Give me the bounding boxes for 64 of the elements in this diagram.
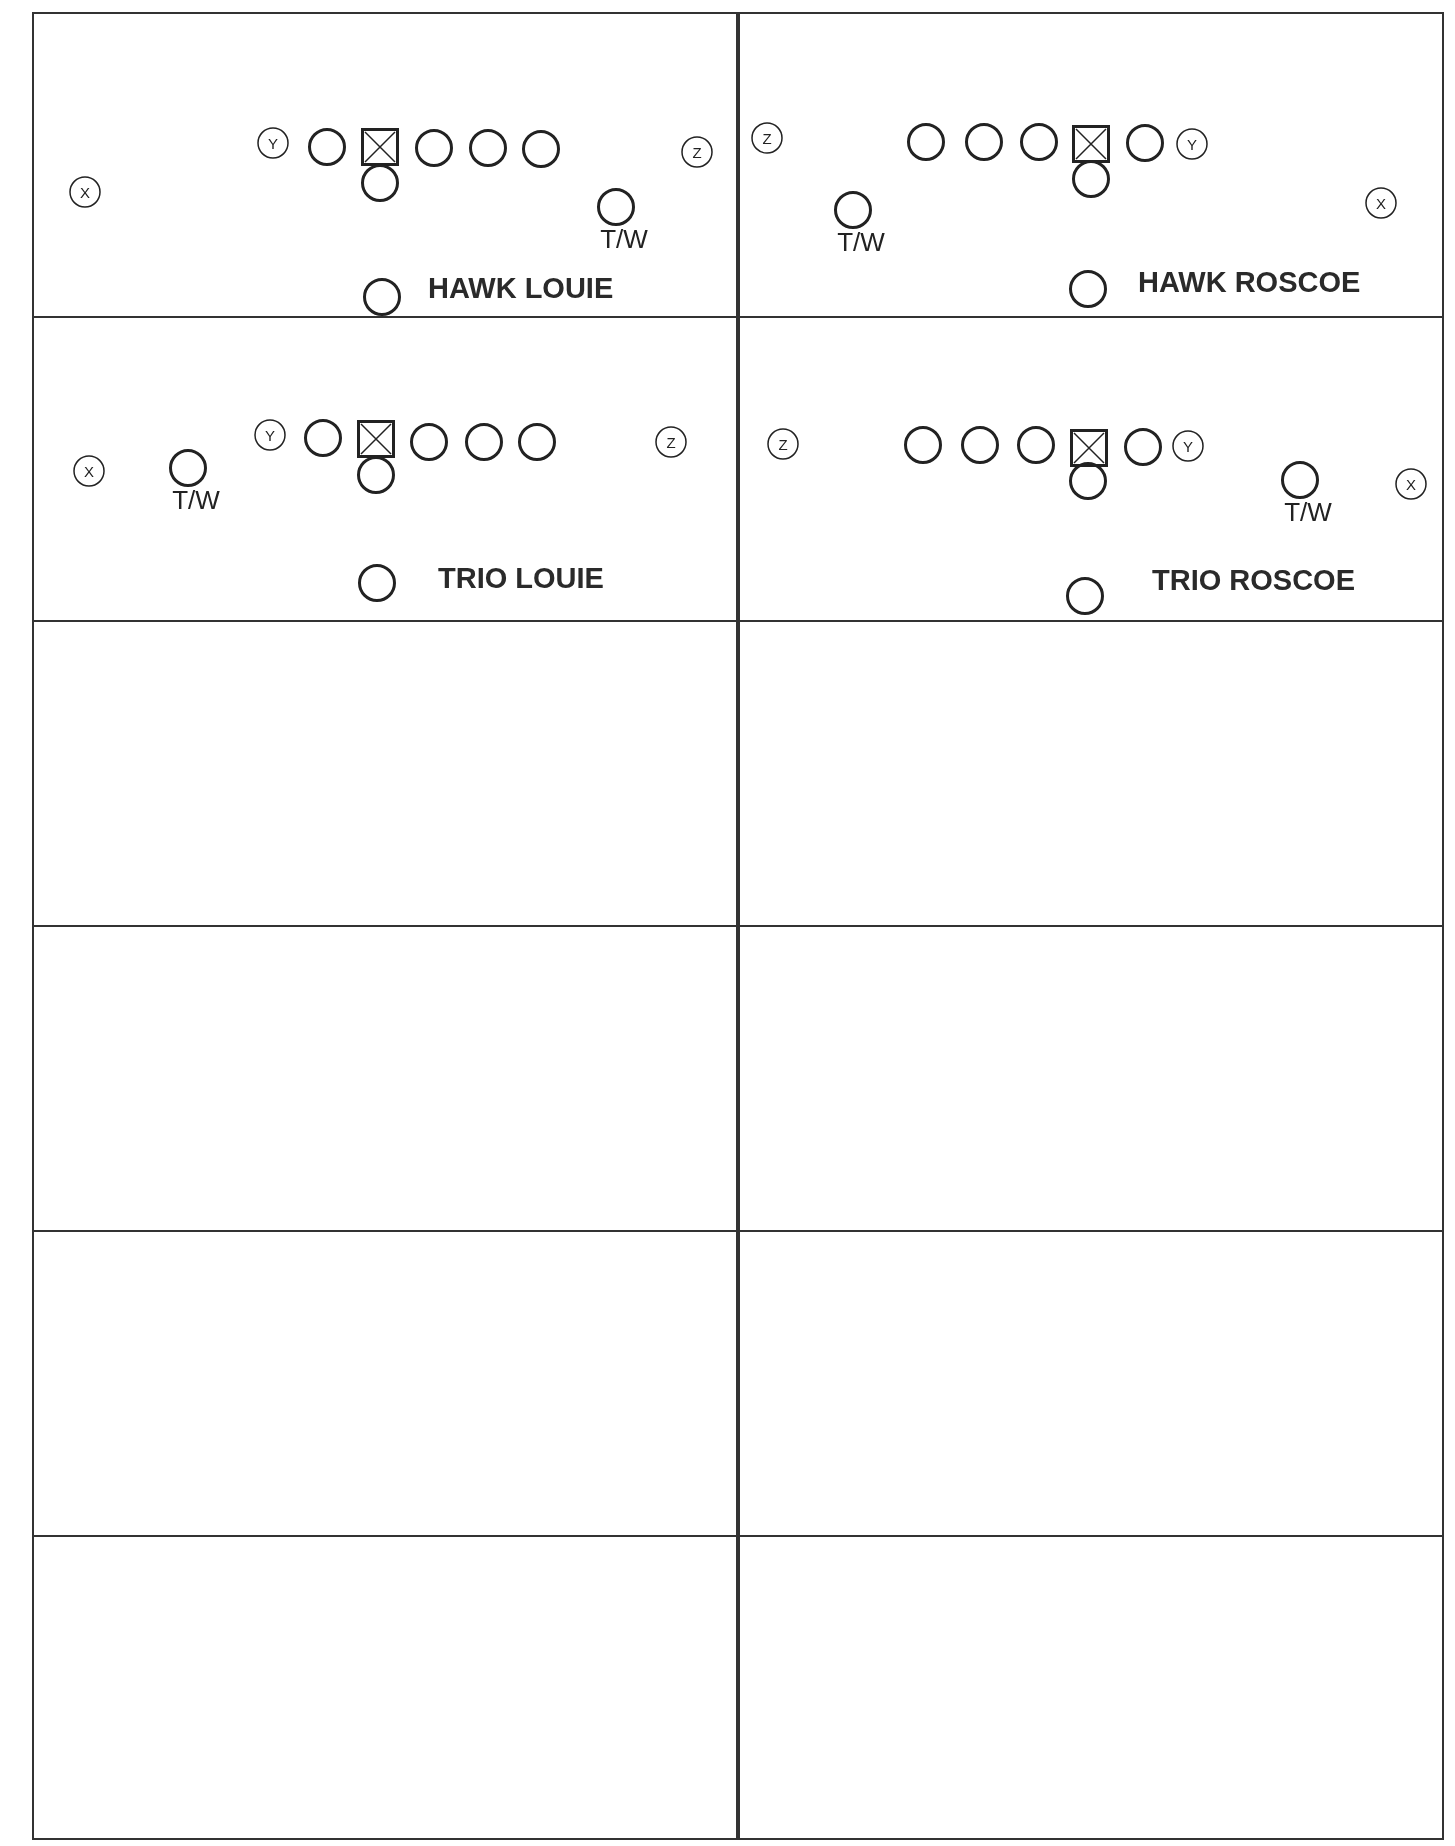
player-circle (834, 191, 872, 229)
player-circle (308, 128, 346, 166)
player-circle (961, 426, 999, 464)
player-circle (361, 164, 399, 202)
player-circle (415, 129, 453, 167)
formation-title: HAWK ROSCOE (1138, 266, 1361, 299)
center-marker (1072, 125, 1110, 163)
player-circle (304, 419, 342, 457)
player-circle (1020, 123, 1058, 161)
player-circle (1069, 462, 1107, 500)
formation-panel (738, 925, 1444, 1232)
position-label: T/W (837, 227, 885, 258)
player-circle (904, 426, 942, 464)
player-circle (1124, 428, 1162, 466)
formation-panel (32, 925, 738, 1232)
player-circle (465, 423, 503, 461)
receiver-circle: Y (254, 419, 286, 451)
player-circle (363, 278, 401, 316)
formation-panel (32, 1535, 738, 1840)
player-circle (469, 129, 507, 167)
center-marker (1070, 429, 1108, 467)
formation-title: HAWK LOUIE (428, 272, 614, 305)
player-circle (907, 123, 945, 161)
player-circle (357, 456, 395, 494)
formation-title: TRIO ROSCOE (1152, 564, 1355, 597)
receiver-circle: Y (1176, 128, 1208, 160)
position-label: T/W (1284, 497, 1332, 528)
player-circle (358, 564, 396, 602)
center-marker (361, 128, 399, 166)
center-marker (357, 420, 395, 458)
formation-panel (32, 1230, 738, 1537)
receiver-circle: X (69, 176, 101, 208)
player-circle (1066, 577, 1104, 615)
player-circle (597, 188, 635, 226)
formation-panel (738, 12, 1444, 318)
formation-panel (738, 620, 1444, 927)
player-circle (1017, 426, 1055, 464)
player-circle (1281, 461, 1319, 499)
player-circle (1126, 124, 1164, 162)
position-label: T/W (172, 485, 220, 516)
formation-panel (32, 620, 738, 927)
receiver-circle: X (73, 455, 105, 487)
receiver-circle: Z (751, 122, 783, 154)
formation-panel (32, 316, 738, 622)
player-circle (169, 449, 207, 487)
player-circle (522, 130, 560, 168)
receiver-circle: Y (1172, 430, 1204, 462)
player-circle (410, 423, 448, 461)
position-label: T/W (600, 224, 648, 255)
formation-panel (738, 1230, 1444, 1537)
receiver-circle: Z (681, 136, 713, 168)
formation-panel (738, 1535, 1444, 1840)
receiver-circle: X (1365, 187, 1397, 219)
player-circle (1072, 160, 1110, 198)
receiver-circle: Z (655, 426, 687, 458)
receiver-circle: Z (767, 428, 799, 460)
formation-panel (32, 12, 738, 318)
formation-panel (738, 316, 1444, 622)
receiver-circle: Y (257, 127, 289, 159)
receiver-circle: X (1395, 468, 1427, 500)
player-circle (1069, 270, 1107, 308)
player-circle (518, 423, 556, 461)
formation-title: TRIO LOUIE (438, 562, 604, 595)
player-circle (965, 123, 1003, 161)
